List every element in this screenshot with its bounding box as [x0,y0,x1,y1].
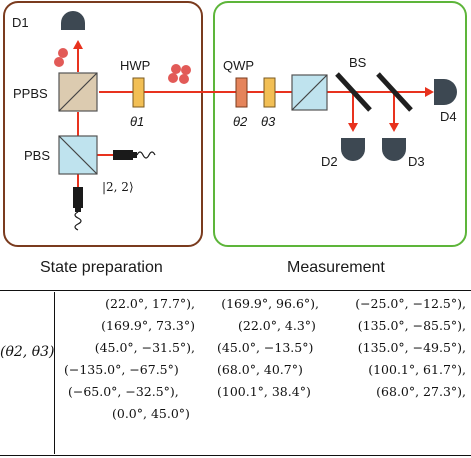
photon-beam-d [179,74,189,84]
caption-state-preparation: State preparation [40,259,163,276]
arrow-up-d1 [73,40,83,49]
label-hwp: HWP [120,58,150,73]
table-bottom-rule [0,455,471,457]
table-cell: (45.0°, −31.5°), [94,340,195,355]
label-ppbs: PPBS [13,86,48,101]
caption-measurement: Measurement [287,259,385,276]
table-cell: (169.9°, 73.3°) [101,318,195,333]
label-theta1: θ1 [130,114,144,129]
table-cell: (169.9°, 96.6°), [221,296,319,311]
table-cell: (135.0°, −49.5°), [357,340,466,355]
label-d1: D1 [12,15,29,30]
ppbs-cube [58,72,98,112]
label-bs: BS [349,55,367,70]
photon-d1-b [54,57,64,67]
photon-beam-c [168,73,178,83]
table-cell: (68.0°, 40.7°) [217,362,303,377]
arrow-right-d4 [425,87,434,97]
photon-beam-b [181,65,191,75]
fiber-coupler-bottom [73,187,83,231]
label-theta2: θ2 [233,114,248,129]
table-cell: (22.0°, 4.3°) [238,318,316,333]
table-cell: (−135.0°, −67.5°) [64,362,179,377]
label-pbs: PBS [24,148,50,163]
label-qwp: QWP [223,58,254,73]
detector-d4-icon [434,79,457,105]
table-cell: (−25.0°, −12.5°), [355,296,466,311]
table-cell: (−65.0°, −32.5°), [68,384,179,399]
table-cell: (100.1°, 61.7°), [368,362,466,377]
table-row-label: (θ2, θ3) [0,344,55,360]
arrow-down-d2 [348,123,358,132]
table-cell: (22.0°, 17.7°), [105,296,195,311]
photon-d1-a [58,48,68,58]
bs2-mirror [376,72,413,112]
table-cell: (135.0°, −85.5°), [357,318,466,333]
label-d3: D3 [408,154,425,169]
state-preparation-panel [3,1,203,247]
experimental-setup-diagram: D1 HWP θ1 PPBS PBS |2, 2⟩ QWP θ2 θ3 BS D… [3,1,467,247]
fiber-coupler-right [113,150,156,160]
measurement-pbs-cube [291,74,328,111]
qwp-plate [235,77,248,108]
table-cell: (100.1°, 38.4°) [217,384,311,399]
bs1-mirror [335,72,372,112]
detector-d1-icon [61,11,85,30]
label-ket: |2, 2⟩ [102,180,134,194]
label-d2: D2 [321,154,338,169]
hwp-plate [132,77,145,108]
table-top-rule [0,290,471,292]
table-cell: (0.0°, 45.0°) [112,406,190,421]
detector-d2-icon [341,138,365,161]
table-vertical-rule [54,292,55,454]
table-cell: (45.0°, −13.5°) [217,340,314,355]
table-cell: (68.0°, 27.3°), [376,384,466,399]
label-d4: D4 [440,109,457,124]
detector-d3-icon [382,138,406,161]
label-theta3: θ3 [261,114,276,129]
wp3-plate [263,77,276,108]
pbs-cube [58,135,98,175]
arrow-down-d3 [389,123,399,132]
photon-beam-a [171,64,181,74]
measurement-panel [213,1,467,247]
